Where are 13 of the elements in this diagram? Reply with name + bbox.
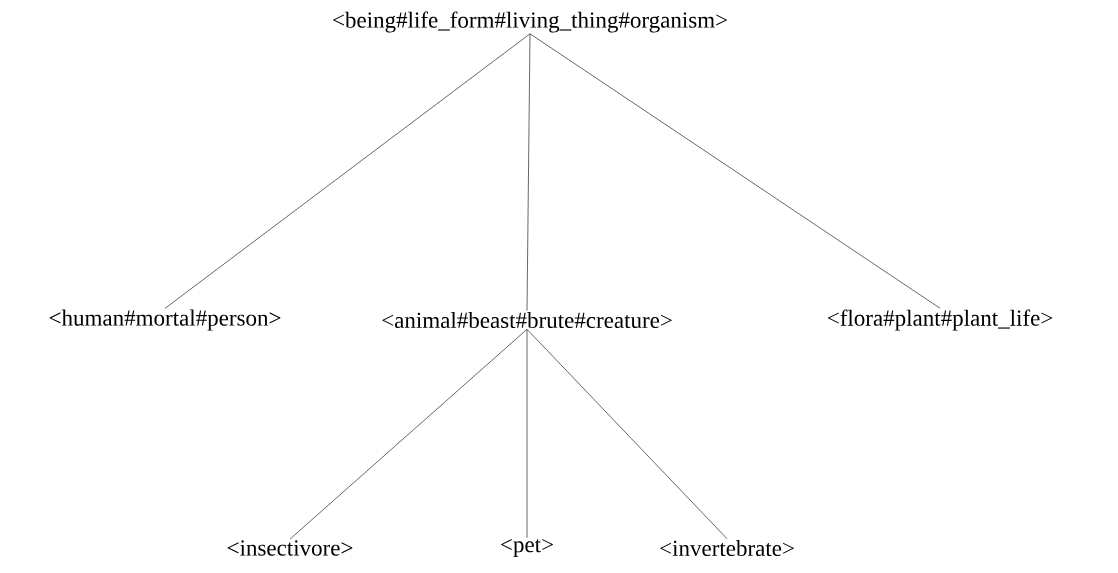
term-label: <flora#plant#plant_life> (827, 309, 1053, 331)
term-label: <invertebrate> (660, 539, 794, 557)
term-label: <insectivore> (227, 540, 353, 556)
tree-line (289, 329, 528, 540)
tree-line (164, 33, 531, 309)
tree-line (526, 329, 728, 539)
term-label: <human#mortal#person> (49, 309, 281, 331)
tree-line (529, 33, 941, 309)
term-label: <being#life_form#living_thing#organism> (333, 11, 727, 33)
tree-line (526, 33, 531, 311)
term-label: <animal#beast#brute#creature> (382, 311, 672, 329)
term-label: <pet> (501, 538, 553, 558)
tree-line (526, 329, 528, 539)
